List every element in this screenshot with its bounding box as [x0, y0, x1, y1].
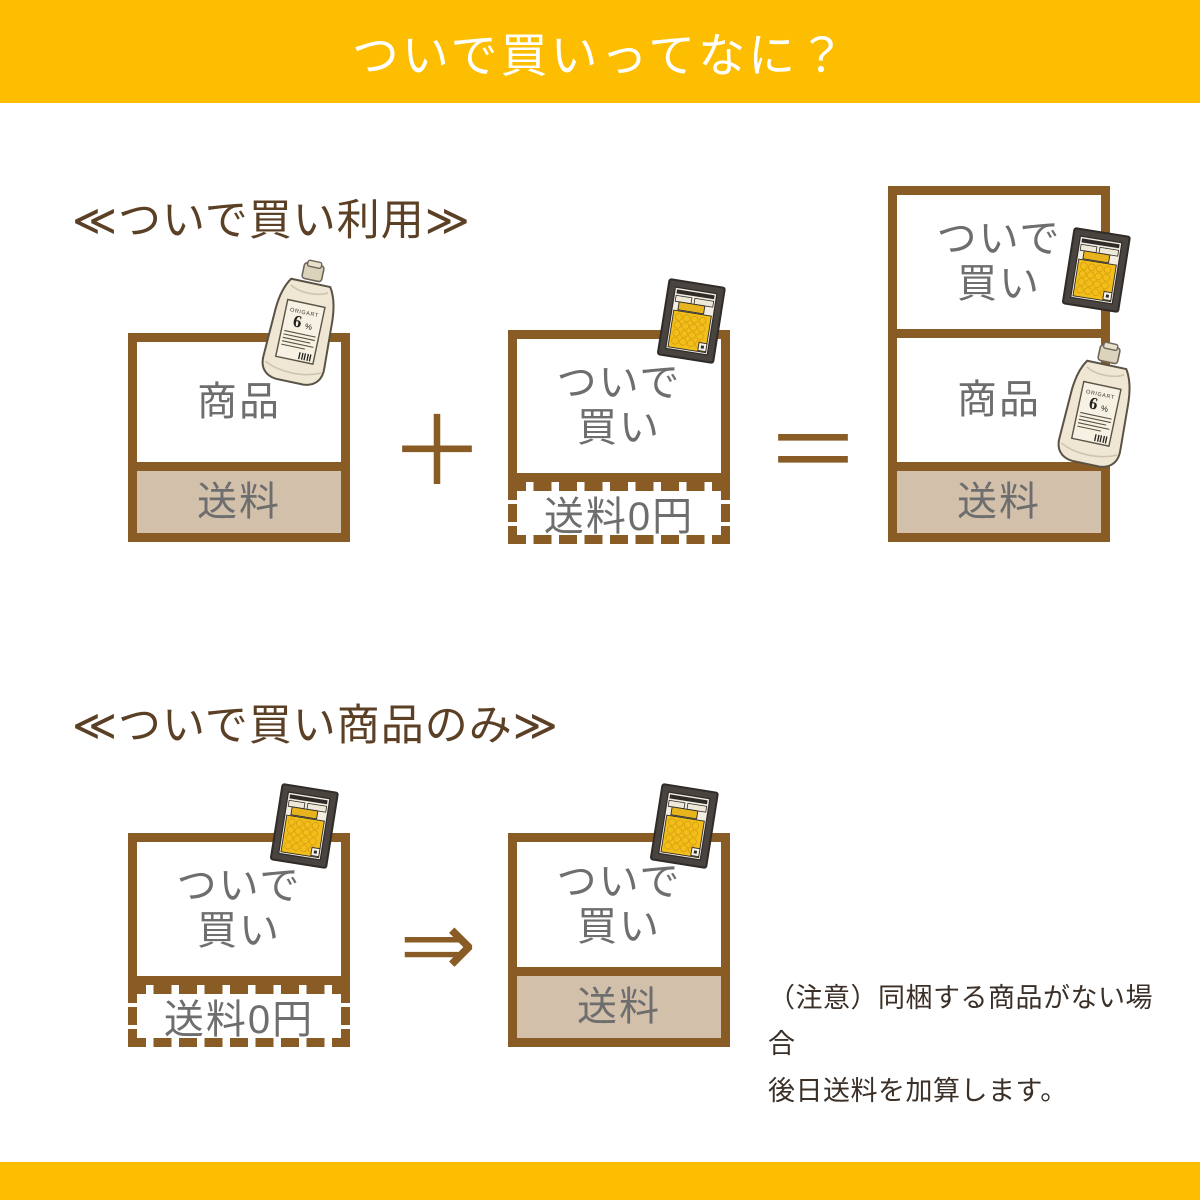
box-only-before: ついで 買い [128, 833, 350, 985]
tsuide-line-2: 買い [577, 904, 661, 949]
cell-combined-shipping: 送料 [897, 462, 1101, 533]
tsuide-line-1: ついで [176, 864, 302, 909]
box-combined: ついで 買い 商品 送料 [888, 186, 1110, 542]
cell-tsuide-label: ついで 買い [517, 339, 721, 473]
operator-equals: ＝ [765, 399, 861, 506]
box-free-shipping: 送料0円 [508, 482, 730, 544]
top-accent-bar [0, 0, 1200, 103]
cell-combined-product: 商品 [897, 329, 1101, 462]
svg-text:%: % [304, 322, 313, 332]
operator-arrow: ⇒ [399, 894, 477, 996]
box-only-after: ついで 買い 送料 [508, 833, 730, 1047]
cell-shipping-label: 送料 [137, 462, 341, 533]
box-only-free-shipping: 送料0円 [128, 985, 350, 1047]
tsuide-line-1: ついで [556, 859, 682, 904]
tsuide-line-2: 買い [197, 909, 281, 953]
tsuide-line-2: 買い [577, 406, 661, 450]
box-product: 商品 送料 [128, 333, 350, 542]
section-heading-tsuide-only: ≪ついで買い商品のみ≫ [72, 702, 559, 750]
caution-note: （注意）同梱する商品がない場合 後日送料を加算します。 [768, 983, 1153, 1106]
box-tsuide-gai: ついで 買い [508, 330, 730, 482]
cell-combined-tsuide: ついで 買い [897, 195, 1101, 329]
bottom-accent-bar [0, 1162, 1200, 1200]
cell-after-shipping: 送料 [517, 967, 721, 1038]
tsuide-line-1: ついで [556, 361, 682, 406]
page-title: ついで買いってなに？ [351, 29, 849, 82]
operator-plus: ＋ [389, 399, 485, 506]
cell-product-label: 商品 [137, 342, 341, 462]
cell-after-tsuide: ついで 買い [517, 842, 721, 967]
section-heading-tsuide-riyou: ≪ついで買い利用≫ [72, 197, 471, 245]
svg-text:ORIGART: ORIGART [289, 307, 319, 319]
tsuide-line-2: 買い [957, 262, 1041, 306]
tsuide-line-1: ついで [936, 217, 1062, 262]
svg-text:6: 6 [291, 311, 303, 331]
cell-only-tsuide: ついで 買い [137, 842, 341, 976]
